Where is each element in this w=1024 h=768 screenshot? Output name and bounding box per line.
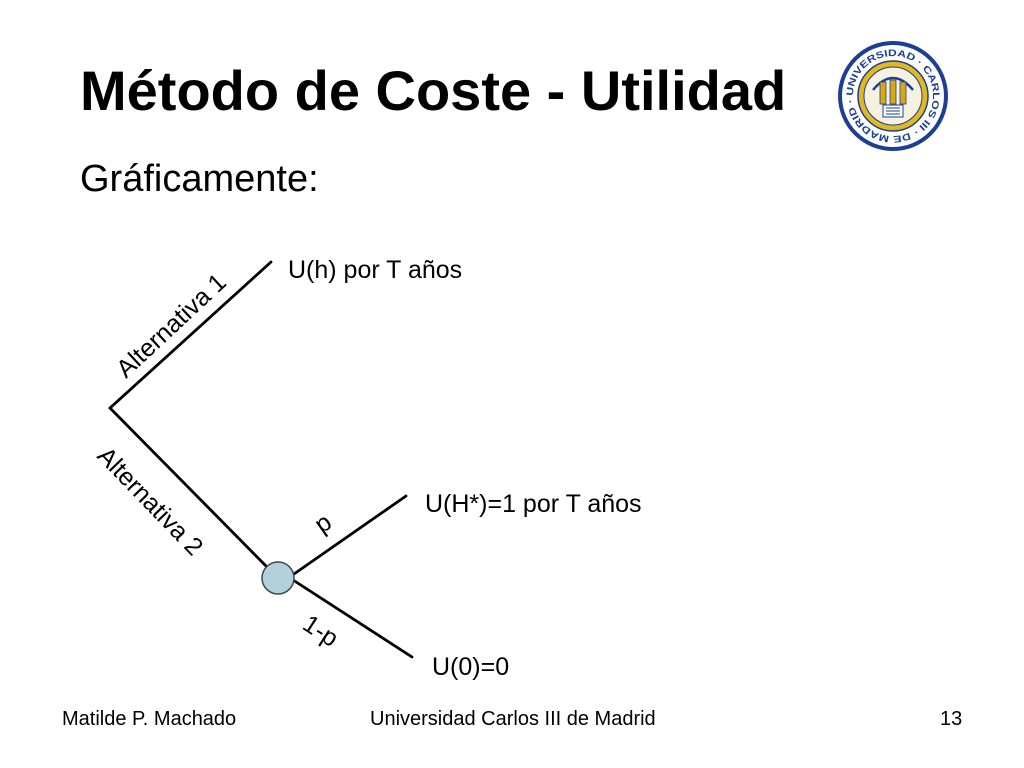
seal-columns-emblem xyxy=(872,76,914,118)
university-seal-icon: UNIVERSIDAD · CARLOS III · DE MADRID · xyxy=(838,41,948,151)
chance-node xyxy=(261,561,295,595)
branch-line-p xyxy=(292,494,408,576)
footer-page-number: 13 xyxy=(940,708,963,730)
outcome-label-p: U(H*)=1 por T años xyxy=(425,490,642,518)
footer-author: Matilde P. Machado xyxy=(62,708,237,730)
branch-label-alternative-2: Alternativa 2 xyxy=(92,442,209,561)
footer-institution: Universidad Carlos III de Madrid xyxy=(370,708,656,730)
outcome-label-alternative-1: U(h) por T años xyxy=(288,256,462,284)
branch-label-1-minus-p: 1-p xyxy=(298,610,344,653)
branch-line-1-minus-p xyxy=(291,578,414,659)
branch-label-p: p xyxy=(309,508,336,539)
branch-line-alternative-1 xyxy=(108,260,273,410)
slide-subtitle: Gráficamente: xyxy=(80,158,319,200)
branch-line-alternative-2 xyxy=(108,406,268,568)
branch-label-alternative-1: Alternativa 1 xyxy=(111,268,232,383)
outcome-label-1-minus-p: U(0)=0 xyxy=(432,653,509,681)
slide-title: Método de Coste - Utilidad xyxy=(80,59,787,122)
